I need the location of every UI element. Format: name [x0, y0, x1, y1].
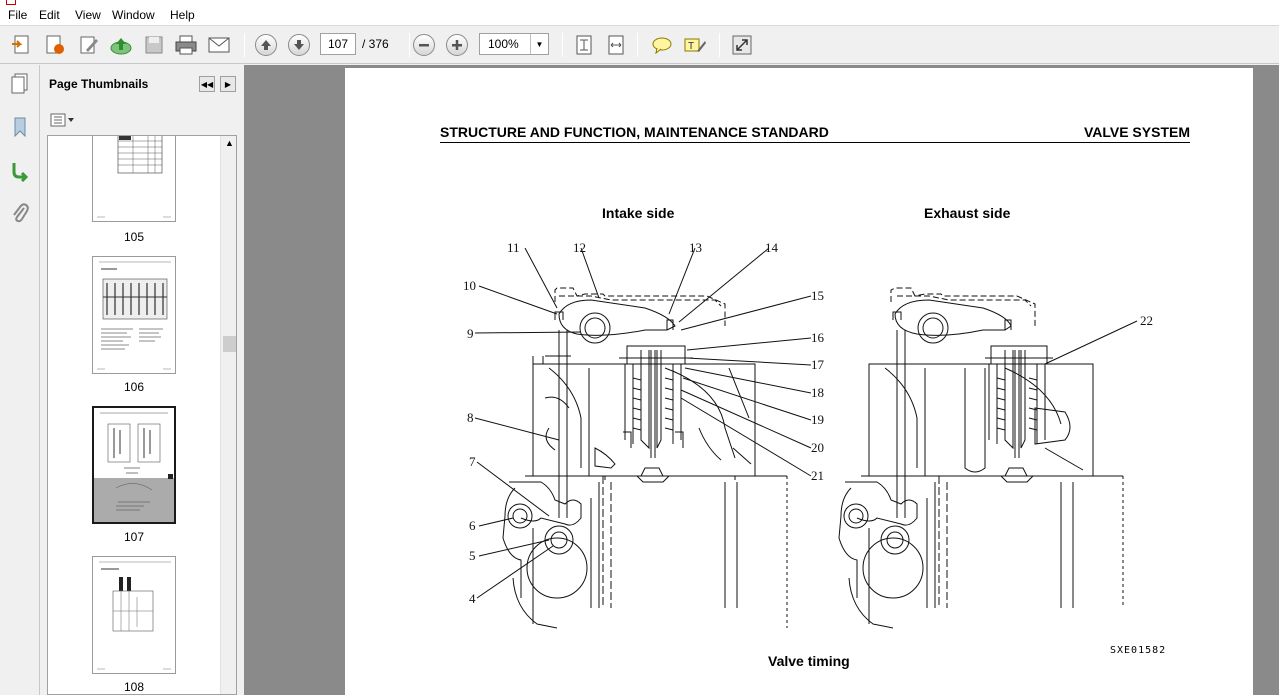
thumbnail-label: 108	[123, 680, 145, 694]
page-number-input[interactable]	[320, 33, 356, 55]
zoom-in-icon	[446, 34, 468, 56]
thumbnail-page-108[interactable]	[92, 556, 176, 674]
valve-system-drawing: 11 12 13 14 10 9 15 16 17 18 19 20 21 8 …	[463, 240, 1153, 629]
print-icon[interactable]	[173, 32, 199, 58]
panel-header: Page Thumbnails ◀◀ ▶	[40, 65, 240, 103]
export-icon[interactable]	[42, 32, 68, 58]
menu-edit[interactable]: Edit	[39, 8, 60, 22]
menu-file[interactable]: File	[8, 8, 28, 22]
attachment-icon[interactable]	[8, 201, 32, 225]
callout-14: 14	[765, 240, 779, 255]
prev-page-icon	[255, 34, 277, 56]
chevron-down-icon[interactable]: ▼	[530, 34, 548, 54]
comment-icon[interactable]	[649, 32, 675, 58]
callout-18: 18	[811, 385, 824, 400]
intake-side-caption: Intake side	[602, 205, 675, 221]
document-viewport[interactable]: STRUCTURE AND FUNCTION, MAINTENANCE STAN…	[244, 65, 1279, 695]
create-pdf-icon[interactable]	[8, 32, 34, 58]
signatures-icon[interactable]	[8, 159, 32, 183]
app-icon	[6, 0, 16, 5]
collapse-panel-icon[interactable]: ◀◀	[199, 76, 215, 92]
thumbnail-label: 105	[123, 230, 145, 244]
email-icon[interactable]	[206, 32, 232, 58]
prev-page-button[interactable]	[253, 32, 279, 58]
panel-title: Page Thumbnails	[49, 77, 149, 91]
bookmark-icon[interactable]	[8, 115, 32, 139]
next-page-icon	[288, 34, 310, 56]
zoom-select[interactable]: 100% ▼	[479, 33, 549, 55]
callout-6: 6	[469, 518, 476, 533]
callout-13: 13	[689, 240, 702, 255]
callout-10: 10	[463, 278, 476, 293]
fit-width-icon[interactable]	[603, 32, 629, 58]
callout-5: 5	[469, 548, 476, 563]
toolbar-separator	[562, 33, 563, 57]
panel-splitter[interactable]	[240, 65, 244, 695]
figure-code: SXE01582	[1110, 645, 1167, 656]
toolbar: T	[0, 26, 1279, 64]
menu-bar: File Edit View Window Help	[0, 6, 1279, 26]
save-icon[interactable]	[141, 32, 167, 58]
thumbnail-label: 107	[123, 530, 145, 544]
page-thumbnails-panel: Page Thumbnails ◀◀ ▶ 105	[40, 65, 240, 695]
page-total: / 376	[362, 37, 389, 51]
thumbnail-page-105[interactable]	[92, 136, 176, 222]
callout-8: 8	[467, 410, 474, 425]
callout-22: 22	[1140, 313, 1153, 328]
title-bar	[0, 0, 1279, 6]
pdf-page: STRUCTURE AND FUNCTION, MAINTENANCE STAN…	[345, 68, 1253, 695]
zoom-in-button[interactable]	[444, 32, 470, 58]
highlight-icon[interactable]: T	[682, 32, 708, 58]
callout-15: 15	[811, 288, 824, 303]
menu-help[interactable]: Help	[170, 8, 195, 22]
scrollbar-thumb[interactable]	[223, 336, 236, 352]
exhaust-side-caption: Exhaust side	[924, 205, 1011, 221]
menu-view[interactable]: View	[75, 8, 101, 22]
callout-16: 16	[811, 330, 825, 345]
callout-7: 7	[469, 454, 476, 469]
toolbar-separator	[719, 33, 720, 57]
toolbar-separator	[637, 33, 638, 57]
callout-20: 20	[811, 440, 824, 455]
fit-page-icon[interactable]	[571, 32, 597, 58]
thumbnail-label: 106	[123, 380, 145, 394]
thumbnail-page-107[interactable]	[92, 406, 176, 524]
upload-icon[interactable]	[108, 32, 134, 58]
zoom-out-icon	[413, 34, 435, 56]
thumbnail-page-106[interactable]	[92, 256, 176, 374]
thumbnail-scrollbar[interactable]: ▲	[220, 136, 236, 694]
valve-timing-caption: Valve timing	[768, 653, 850, 669]
header-rule	[440, 142, 1190, 143]
callout-12: 12	[573, 240, 586, 255]
thumbnail-list: 105 106	[47, 135, 237, 695]
callout-9: 9	[467, 326, 474, 341]
thumbnail-options-button[interactable]	[50, 111, 76, 129]
pages-panel-icon[interactable]	[8, 71, 32, 95]
edit-icon[interactable]	[76, 32, 102, 58]
toolbar-separator	[244, 33, 245, 57]
page-header-title: STRUCTURE AND FUNCTION, MAINTENANCE STAN…	[440, 124, 829, 140]
callout-11: 11	[507, 240, 520, 255]
panel-next-icon[interactable]: ▶	[220, 76, 236, 92]
navigation-rail	[0, 65, 40, 695]
callout-19: 19	[811, 412, 824, 427]
svg-text:T: T	[688, 41, 694, 52]
zoom-value: 100%	[488, 37, 519, 51]
callout-4: 4	[469, 591, 476, 606]
page-header-section: VALVE SYSTEM	[1083, 124, 1190, 140]
callout-21: 21	[811, 468, 824, 483]
expand-icon[interactable]	[729, 32, 755, 58]
toolbar-separator	[409, 33, 410, 57]
zoom-out-button[interactable]	[411, 32, 437, 58]
next-page-button[interactable]	[286, 32, 312, 58]
menu-window[interactable]: Window	[112, 8, 155, 22]
scroll-up-icon[interactable]: ▲	[225, 138, 234, 148]
callout-17: 17	[811, 357, 825, 372]
